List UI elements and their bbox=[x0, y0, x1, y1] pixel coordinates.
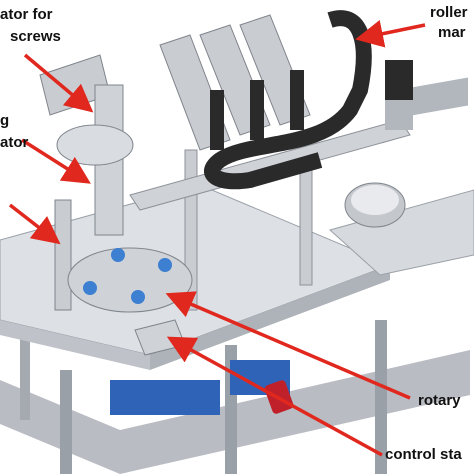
label-feeder-line1: ator for bbox=[0, 6, 53, 23]
gantry bbox=[129, 119, 411, 311]
actuators bbox=[159, 14, 311, 151]
side-table bbox=[328, 77, 474, 276]
label-roller-line2: mar bbox=[438, 24, 466, 41]
label-rotary: rotary bbox=[418, 392, 461, 409]
label-feeder-line2: screws bbox=[10, 28, 61, 45]
label-left-line1: g bbox=[0, 112, 10, 129]
callout-arrows bbox=[8, 20, 426, 457]
label-roller-line1: roller bbox=[430, 4, 468, 21]
label-control: control sta bbox=[385, 446, 462, 463]
arrow-roller bbox=[355, 20, 426, 48]
arrow-rotary bbox=[165, 291, 411, 400]
label-left-line2: ator bbox=[0, 134, 29, 151]
arrow-left-actuator bbox=[21, 138, 91, 184]
base-frame bbox=[0, 320, 470, 474]
arrow-control bbox=[166, 336, 383, 457]
arrow-left-lower bbox=[8, 203, 61, 245]
arrow-screw-feeder bbox=[23, 53, 94, 113]
rotary-table bbox=[67, 247, 193, 313]
